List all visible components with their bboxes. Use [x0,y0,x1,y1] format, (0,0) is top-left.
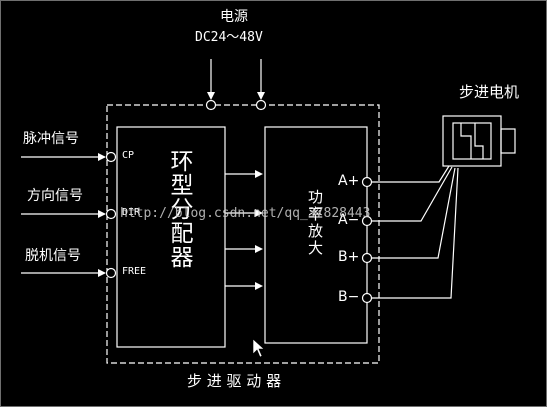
driver-enclosure [106,104,380,364]
amplifier-label: 功率放大 [306,189,324,257]
amplifier-box [264,126,368,344]
a-plus-label: A+ [338,173,360,189]
power-terminal-2 [255,99,267,111]
b-minus-label: B− [338,289,360,305]
b-plus-terminal [361,252,373,264]
a-minus-terminal [361,215,373,227]
free-pin-label: FREE [122,266,147,277]
a-minus-label: A− [338,212,360,228]
b-minus-terminal [361,292,373,304]
free-terminal [105,267,117,279]
free-signal-label: 脱机信号 [25,248,81,264]
power-title: 电源 [220,9,248,25]
pulse-signal-label: 脉冲信号 [23,131,79,147]
power-terminal-1 [205,99,217,111]
dir-pin-label: DIR [122,207,141,218]
dir-terminal [105,208,117,220]
distributor-label: 环型分配器 [166,149,192,269]
distributor-box [116,126,226,348]
cp-terminal [105,151,117,163]
watermark-text: http://blog.csdn.net/qq_37828443 [120,206,371,221]
direction-signal-label: 方向信号 [27,188,83,204]
driver-label: 步 进 驱 动 器 [187,372,282,390]
power-voltage: DC24～48V [195,30,263,45]
cp-pin-label: CP [122,150,135,161]
b-plus-label: B+ [338,249,360,265]
motor-label: 步进电机 [459,83,520,101]
a-plus-terminal [361,176,373,188]
mouse-cursor [252,338,265,358]
motor-shaft [500,128,516,154]
